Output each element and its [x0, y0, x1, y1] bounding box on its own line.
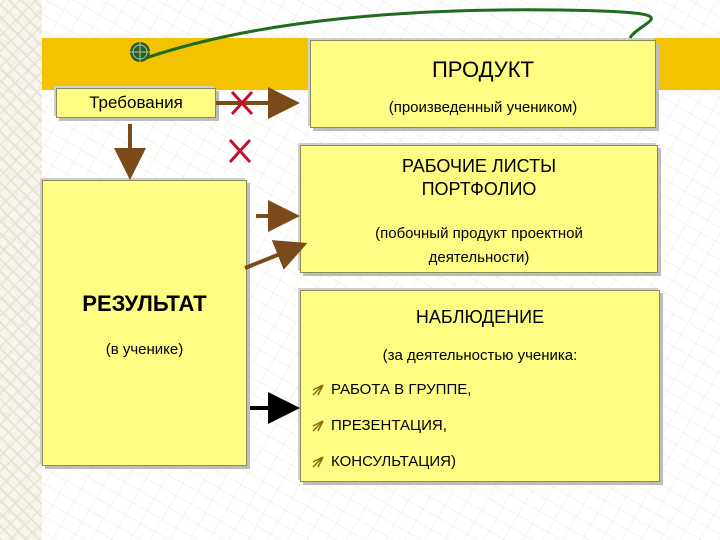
result-box: РЕЗУЛЬТАТ (в ученике) [42, 180, 247, 466]
worksheets-subtitle: (побочный продукт проектной деятельности… [301, 222, 657, 270]
product-title: ПРОДУКТ [431, 57, 534, 82]
leaf-bullet-icon [312, 420, 324, 432]
observation-item-label: ПРЕЗЕНТАЦИЯ, [331, 417, 447, 434]
observation-subtitle: (за деятельностью ученика: [382, 347, 578, 364]
decorative-sidebar [0, 0, 42, 540]
observation-list: РАБОТА В ГРУППЕ, ПРЕЗЕНТАЦИЯ, КОНСУЛЬТАЦ… [311, 381, 471, 489]
requirements-label: Требования [89, 93, 183, 112]
worksheets-title: РАБОЧИЕ ЛИСТЫ ПОРТФОЛИО [301, 155, 657, 201]
worksheets-sub-line2: деятельности) [428, 249, 530, 266]
result-subtitle: (в ученике) [105, 341, 184, 358]
observation-box: НАБЛЮДЕНИЕ (за деятельностью ученика: РА… [300, 290, 660, 482]
observation-title: НАБЛЮДЕНИЕ [415, 307, 545, 327]
globe-icon [130, 42, 150, 62]
list-item: ПРЕЗЕНТАЦИЯ, [311, 417, 471, 453]
requirements-box: Требования [56, 88, 216, 118]
worksheets-title-line1: РАБОЧИЕ ЛИСТЫ [401, 156, 557, 176]
worksheets-box: РАБОЧИЕ ЛИСТЫ ПОРТФОЛИО (побочный продук… [300, 145, 658, 273]
leaf-bullet-icon [312, 384, 324, 396]
arrow-result-to-worksheets [244, 240, 308, 270]
observation-item-label: РАБОТА В ГРУППЕ, [331, 381, 472, 398]
worksheets-sub-line1: (побочный продукт проектной [375, 225, 583, 242]
list-item: РАБОТА В ГРУППЕ, [311, 381, 471, 417]
product-subtitle: (произведенный учеником) [388, 99, 578, 116]
worksheets-title-line2: ПОРТФОЛИО [421, 179, 537, 199]
result-title: РЕЗУЛЬТАТ [82, 291, 207, 316]
cross-mark-icon [228, 138, 252, 164]
leaf-bullet-icon [312, 456, 324, 468]
list-item: КОНСУЛЬТАЦИЯ) [311, 453, 471, 489]
observation-item-label: КОНСУЛЬТАЦИЯ) [331, 453, 456, 470]
cross-mark-icon [230, 90, 254, 116]
green-curve-line [139, 8, 653, 62]
product-box: ПРОДУКТ (произведенный учеником) [310, 40, 656, 128]
